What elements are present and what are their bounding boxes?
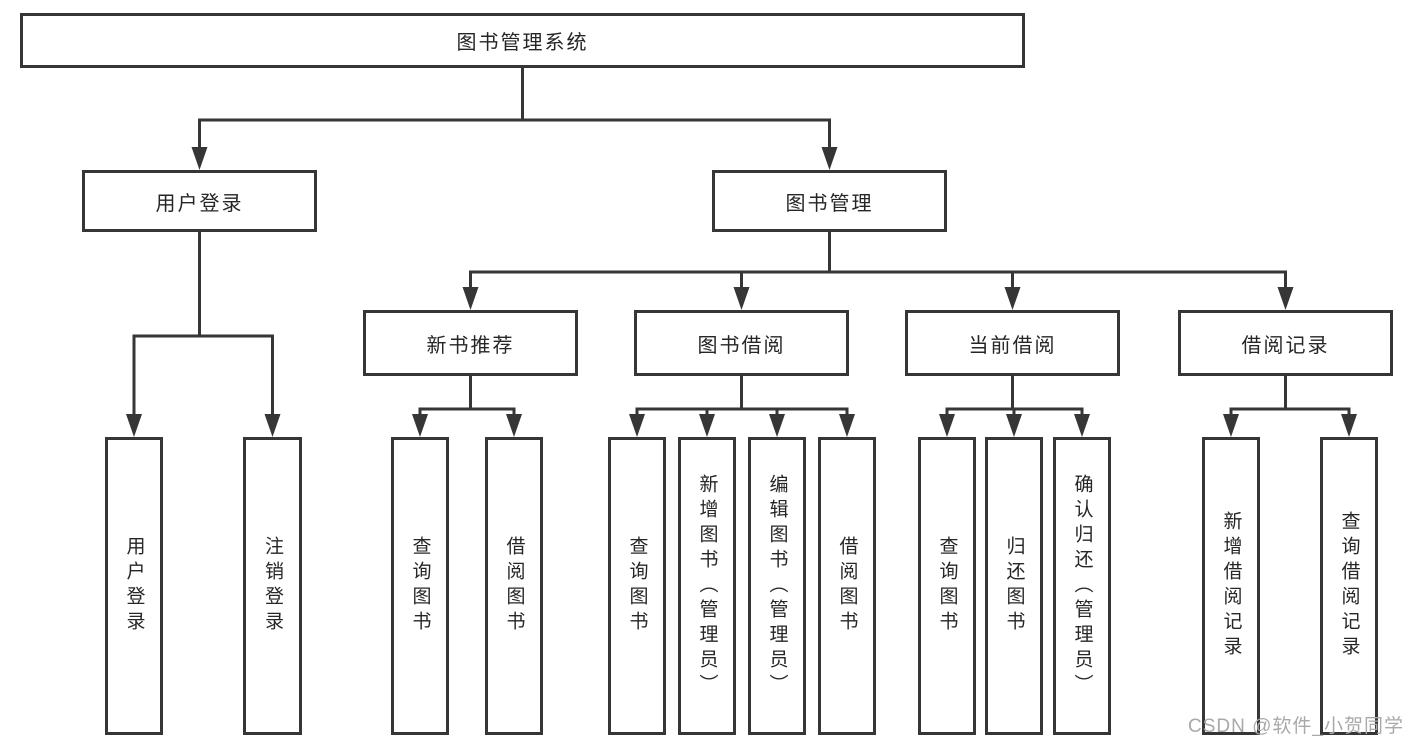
leaf-borrow-books: 借阅图书 <box>818 437 876 735</box>
leaf-query-borrow-record: 查询借阅记录 <box>1320 437 1378 735</box>
node-book-borrow: 图书借阅 <box>634 310 849 376</box>
node-new-book-recommend: 新书推荐 <box>363 310 578 376</box>
csdn-watermark: CSDN @软件_小贺同学 <box>1188 716 1404 737</box>
node-current-borrow: 当前借阅 <box>905 310 1120 376</box>
leaf-logout: 注销登录 <box>243 437 302 735</box>
leaf-edit-book-admin: 编辑图书（管理员） <box>748 437 806 735</box>
node-label: 新书推荐 <box>426 334 515 357</box>
node-label: 注销登录 <box>262 536 283 636</box>
node-label: 借阅图书 <box>503 536 525 636</box>
node-label: 归还图书 <box>1003 536 1025 636</box>
leaf-return-book: 归还图书 <box>985 437 1043 735</box>
node-label: 图书管理系统 <box>456 32 589 54</box>
node-label: 借阅图书 <box>836 536 858 636</box>
node-borrow-records: 借阅记录 <box>1178 310 1393 376</box>
node-label: 查询图书 <box>626 536 648 636</box>
node-label: 图书管理 <box>785 192 874 215</box>
leaf-add-borrow-record: 新增借阅记录 <box>1202 437 1260 735</box>
node-label: 确认归还（管理员） <box>1071 473 1093 699</box>
node-label: 查询图书 <box>936 536 958 636</box>
leaf-borrow-books-recommend: 借阅图书 <box>485 437 543 735</box>
node-label: 查询借阅记录 <box>1338 511 1360 661</box>
node-label: 查询图书 <box>409 536 431 636</box>
node-label: 新增借阅记录 <box>1220 511 1242 661</box>
node-user-login: 用户登录 <box>82 170 317 232</box>
node-label: 用户登录 <box>123 536 145 636</box>
leaf-confirm-return-admin: 确认归还（管理员） <box>1053 437 1111 735</box>
node-book-management: 图书管理 <box>712 170 947 232</box>
node-label: 借阅记录 <box>1241 334 1330 357</box>
leaf-user-login: 用户登录 <box>105 437 163 735</box>
node-root: 图书管理系统 <box>20 13 1025 68</box>
node-label: 用户登录 <box>155 192 244 215</box>
leaf-query-books-recommend: 查询图书 <box>391 437 449 735</box>
leaf-query-books-current: 查询图书 <box>918 437 976 735</box>
node-label: 新增图书（管理员） <box>696 473 718 699</box>
leaf-query-books-borrow: 查询图书 <box>608 437 666 735</box>
node-label: 图书借阅 <box>697 334 786 357</box>
leaf-add-book-admin: 新增图书（管理员） <box>678 437 736 735</box>
node-label: 编辑图书（管理员） <box>766 473 788 699</box>
node-label: 当前借阅 <box>968 334 1057 357</box>
